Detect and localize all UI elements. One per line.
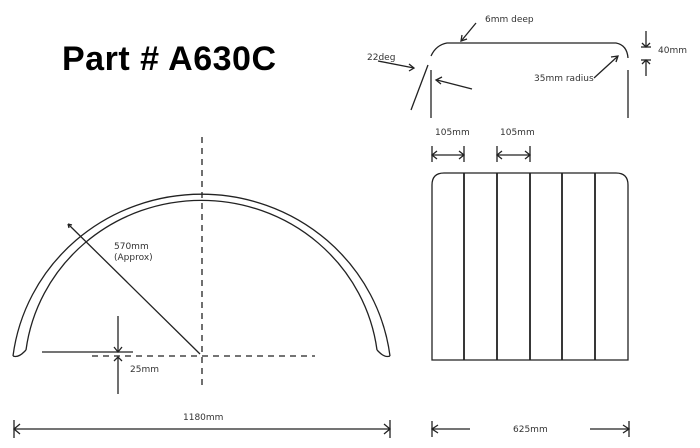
angle-label: 22deg <box>367 53 395 63</box>
profile-section <box>410 42 629 118</box>
main-radius-note: (Approx) <box>114 253 153 263</box>
rib-spacing-label-2: 105mm <box>500 128 535 138</box>
corner-radius-label: 35mm radius <box>534 74 594 84</box>
rib-spacing-label-1: 105mm <box>435 128 470 138</box>
main-radius-label: 570mm <box>114 242 149 252</box>
part-number-title: Part # A630C <box>62 40 277 78</box>
height-label: 40mm <box>658 46 687 56</box>
depth-width-label: 625mm <box>513 425 548 435</box>
total-width-label: 1180mm <box>183 413 223 423</box>
radius-dimension-line <box>67 223 201 355</box>
depth-label: 6mm deep <box>485 15 534 25</box>
mudguard-top-view <box>431 172 629 361</box>
offset-label: 25mm <box>130 365 159 375</box>
centerlines <box>92 137 315 390</box>
radius-arrowhead <box>67 223 73 229</box>
